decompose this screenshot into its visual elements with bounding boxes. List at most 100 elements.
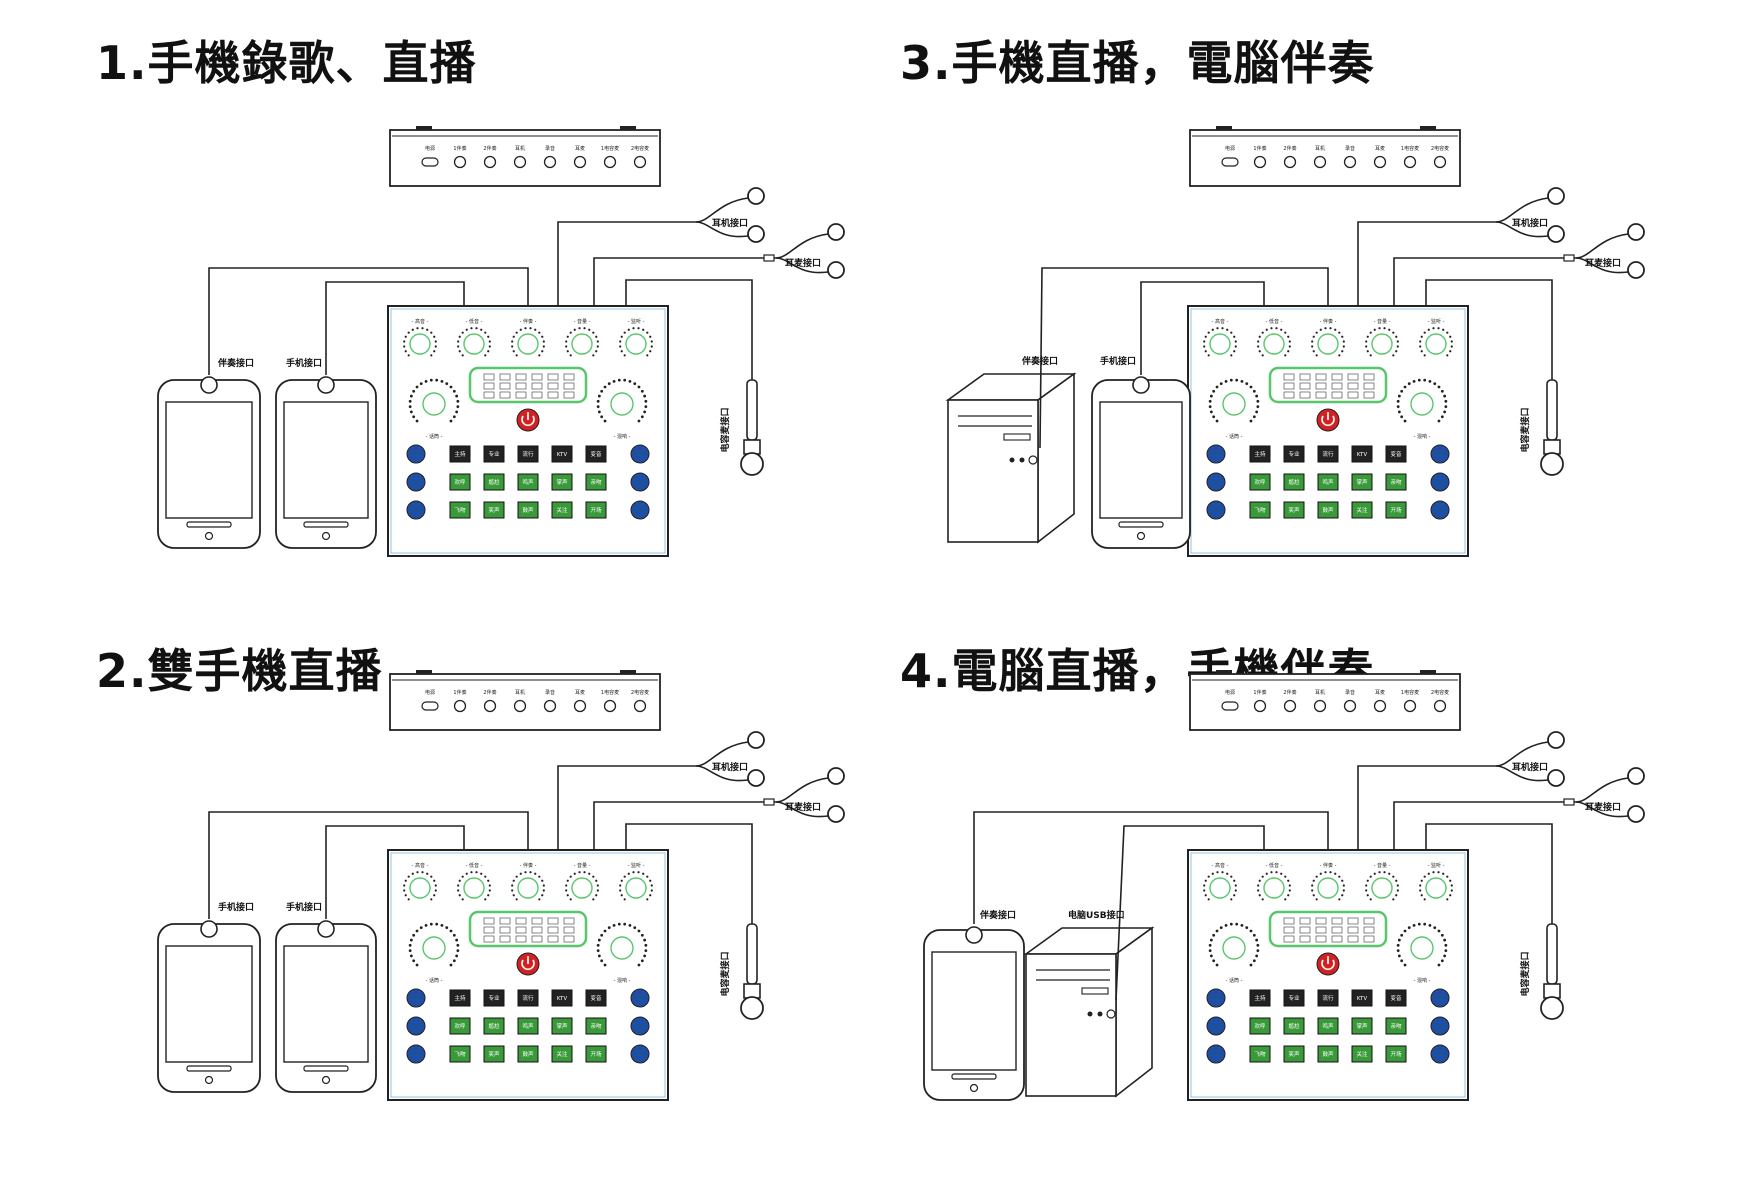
rear-port-label: 1伴奏 [453, 145, 466, 152]
big-knob-dot [600, 933, 604, 937]
mic-knob [422, 936, 446, 960]
audio-jack [1313, 699, 1327, 713]
effect-button [517, 989, 539, 1007]
knob-dot [1365, 889, 1368, 892]
phone-screen [283, 401, 369, 519]
knob-dot [1203, 340, 1206, 343]
big-knob-dot [643, 394, 647, 398]
effect-button-label: 欢呼 [454, 478, 466, 486]
lcd-segment [547, 935, 559, 943]
rear-port-label: 耳麦 [575, 145, 585, 152]
big-knob-dot [1209, 954, 1213, 958]
big-knob-dot [607, 926, 611, 930]
knob-dot [1203, 889, 1206, 892]
big-knob-dot [412, 933, 416, 937]
mic-label: 电容麦接口 [1519, 951, 1531, 996]
big-knob-dot [603, 385, 607, 389]
knob-dot [484, 875, 487, 878]
big-knob-dot [415, 929, 419, 933]
knob-dot [1369, 875, 1372, 878]
knob-dot [541, 894, 544, 897]
big-knob-dot [1208, 399, 1212, 403]
knob-3 [517, 333, 539, 355]
phone-slot [303, 521, 349, 528]
knob-dot [1233, 894, 1236, 897]
lcd-segment [483, 926, 495, 934]
knob-dot [1261, 331, 1264, 334]
power-icon [1321, 959, 1335, 971]
knob-dot [519, 328, 522, 331]
lcd-segment [1363, 935, 1375, 943]
knob-dot [1216, 871, 1219, 874]
effect-button-label: 主持 [1254, 994, 1266, 1002]
big-knob-label: - 混响 - [614, 977, 631, 984]
effect-button [1385, 473, 1407, 491]
side-button-right [1430, 1044, 1450, 1064]
big-knob-dot [1412, 379, 1416, 383]
knob-dot [512, 879, 515, 882]
knob-dot [1230, 354, 1233, 357]
knob-dot [573, 872, 576, 875]
knob-dot [1312, 350, 1315, 353]
big-knob-dot [1245, 926, 1249, 930]
knob-dot [588, 872, 591, 875]
knob-dot [1284, 354, 1287, 357]
soundcard-bevel [390, 852, 666, 1098]
knob-dot [1427, 328, 1430, 331]
big-knob-dot [1255, 938, 1259, 942]
knob-dot [1338, 331, 1341, 334]
knob-dot [1312, 894, 1315, 897]
lcd-display [1268, 366, 1388, 404]
earphone-cable [775, 257, 829, 274]
effect-button [1351, 1017, 1373, 1035]
big-knob-label: - 混响 - [1414, 977, 1431, 984]
audio-jack [1433, 155, 1447, 169]
knob-dot [1366, 879, 1369, 882]
big-knob-dot [643, 938, 647, 942]
knob-dot [475, 327, 478, 330]
knob-dot [1230, 331, 1233, 334]
headphone-cable [557, 221, 670, 306]
knob-dot [573, 328, 576, 331]
computer-tower [1023, 926, 1155, 1098]
effect-button-label: 鼓声 [522, 506, 534, 514]
big-knob-dot [415, 385, 419, 389]
effect-button [449, 473, 471, 491]
big-knob-dot [1440, 959, 1444, 963]
big-knob-dot [1219, 926, 1223, 930]
knob-dot [1338, 354, 1341, 357]
audio-jack [483, 155, 497, 169]
big-knob-dot [1437, 929, 1441, 933]
knob-dot [403, 340, 406, 343]
knob-dot [569, 354, 572, 357]
effect-button [1283, 501, 1305, 519]
big-knob-dot [1240, 379, 1244, 383]
knob-dot [650, 884, 653, 887]
knob-dot [1341, 894, 1344, 897]
audio-jack [603, 699, 617, 713]
lcd-segment [1315, 373, 1327, 381]
big-knob-dot [623, 922, 627, 926]
phone-jack [317, 920, 335, 938]
phone-home-button [321, 1075, 331, 1085]
earphone-cable [1495, 765, 1549, 782]
effect-button [1317, 445, 1339, 463]
big-knob-dot [1252, 959, 1256, 963]
mic-cable [625, 823, 753, 924]
lcd-segment [499, 391, 511, 399]
knob-dot [433, 879, 436, 882]
big-knob-dot [1423, 378, 1427, 382]
phone [1091, 376, 1191, 549]
rear-port-label: 2电容麦 [631, 145, 649, 152]
phone-2-cable [325, 825, 465, 919]
lcd-segment [1331, 926, 1343, 934]
big-knob-dot [617, 922, 621, 926]
big-knob-dot [1417, 922, 1421, 926]
effect-button [585, 501, 607, 519]
knob-3 [1317, 333, 1339, 355]
condenser-mic-icon [740, 379, 764, 476]
big-knob-dot [1396, 399, 1400, 403]
knob-dot [430, 875, 433, 878]
knob-dot [461, 898, 464, 901]
effect-button-label: 变音 [590, 450, 602, 458]
